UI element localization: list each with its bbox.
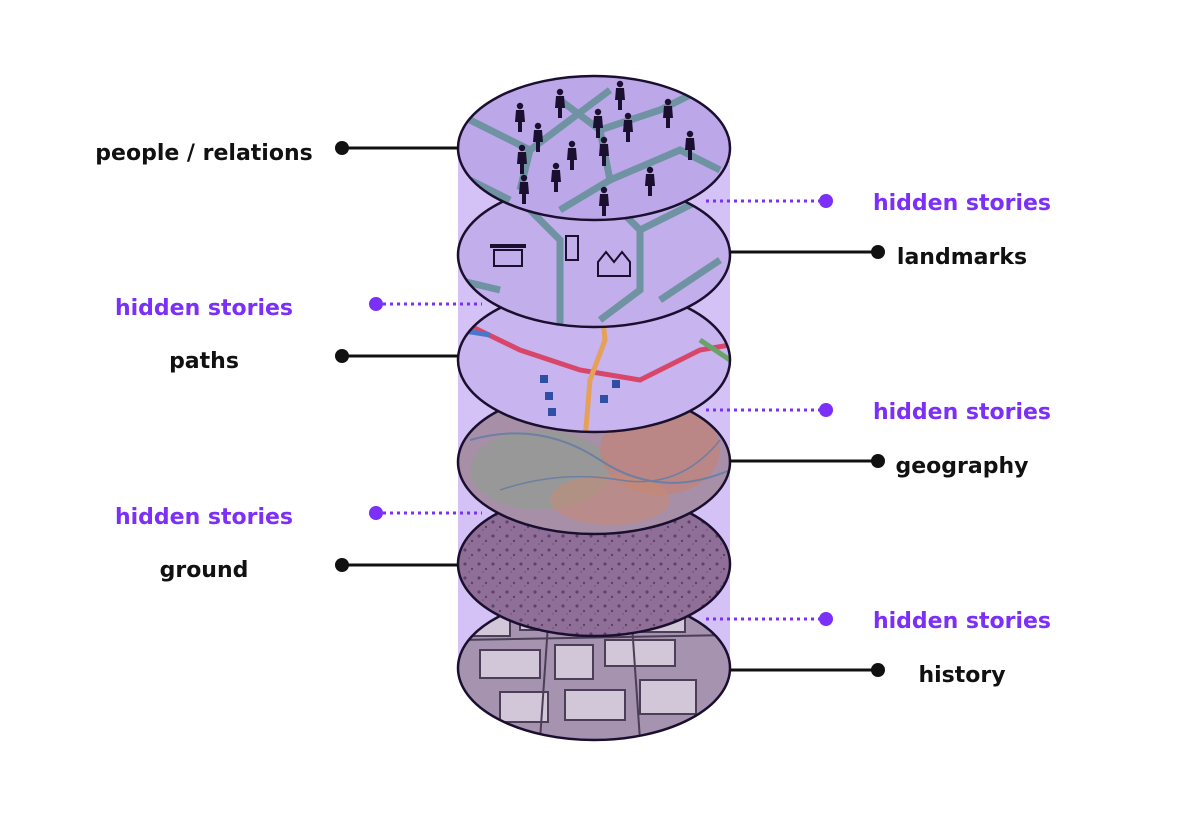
connector-dot-landmarks — [871, 245, 885, 259]
hidden-stories-label-2: hidden stories — [115, 296, 293, 321]
hidden-stories-label-1: hidden stories — [873, 191, 1051, 216]
layer-label-geography: geography — [896, 454, 1029, 479]
person-icon — [593, 108, 603, 138]
hidden-stories-dot-3 — [819, 403, 833, 417]
hidden-stories-connectors — [369, 194, 833, 626]
hidden-stories-dot-1 — [819, 194, 833, 208]
hidden-stories-dot-4 — [369, 506, 383, 520]
disc-paths-base — [458, 288, 730, 432]
person-icon — [533, 122, 543, 152]
landmark-buildings-icon — [490, 235, 631, 277]
person-icon — [615, 80, 625, 110]
person-icon — [517, 144, 527, 174]
layer-labels: people / relations landmarks paths geogr… — [95, 141, 1028, 688]
layer-connectors — [335, 141, 885, 677]
person-icon — [515, 102, 525, 132]
connector-dot-people — [335, 141, 349, 155]
person-icon — [663, 98, 673, 128]
person-icon — [685, 130, 695, 160]
person-icon — [599, 186, 609, 216]
disc-people — [456, 74, 732, 222]
layer-discs — [456, 74, 732, 742]
connector-dot-paths — [335, 349, 349, 363]
person-icon — [623, 112, 633, 142]
hidden-stories-label-3: hidden stories — [873, 400, 1051, 425]
person-icon — [567, 140, 577, 170]
layer-label-people: people / relations — [95, 141, 312, 166]
layer-label-paths: paths — [169, 349, 239, 374]
person-icon — [551, 162, 561, 192]
people-silhouettes-icon — [515, 80, 695, 216]
layer-label-history: history — [918, 663, 1005, 688]
hidden-stories-dot-5 — [819, 612, 833, 626]
connector-dot-geography — [871, 454, 885, 468]
person-icon — [599, 136, 609, 166]
layer-label-landmarks: landmarks — [897, 245, 1027, 270]
disc-ground — [456, 490, 732, 638]
person-icon — [645, 166, 655, 196]
person-icon — [555, 88, 565, 118]
layer-label-ground: ground — [160, 558, 249, 583]
soil-texture-icon — [458, 492, 730, 636]
disc-paths — [456, 286, 732, 434]
connector-dot-ground — [335, 558, 349, 572]
hidden-stories-label-5: hidden stories — [873, 609, 1051, 634]
connector-dot-history — [871, 663, 885, 677]
hidden-stories-dot-2 — [369, 297, 383, 311]
hidden-stories-label-4: hidden stories — [115, 505, 293, 530]
hidden-stories-labels: hidden stories hidden stories hidden sto… — [115, 191, 1051, 634]
person-icon — [519, 174, 529, 204]
